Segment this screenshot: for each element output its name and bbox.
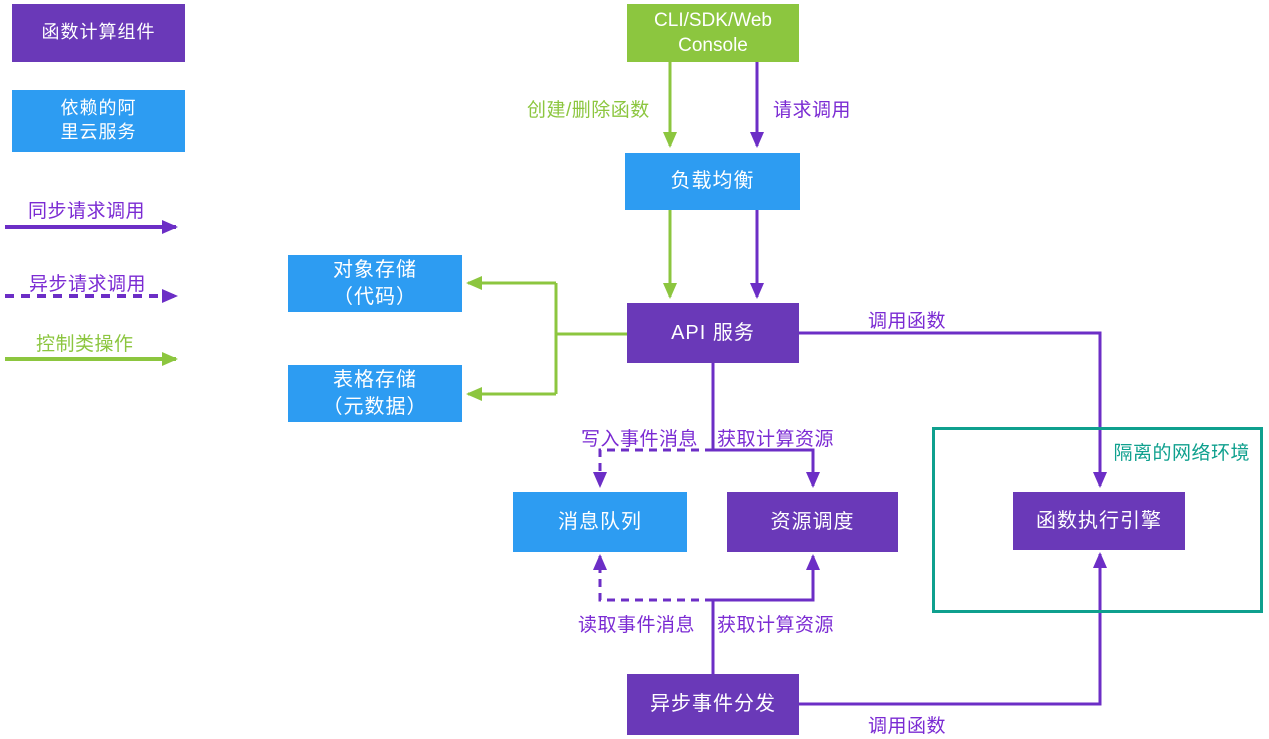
node-api-service-label: API 服务 — [671, 321, 755, 344]
node-table-storage-line2: （元数据） — [322, 395, 428, 418]
node-load-balancer: 负载均衡 — [625, 153, 800, 210]
arrow-dispatcher-to-engine — [799, 552, 1107, 706]
edge-label-invoke-function-bottom: 调用函数 — [868, 716, 947, 737]
node-async-dispatcher-label: 异步事件分发 — [650, 693, 776, 716]
arrow-api-to-scheduler — [711, 363, 820, 488]
node-load-balancer-label: 负载均衡 — [670, 170, 755, 193]
legend-async-label: 异步请求调用 — [29, 274, 147, 295]
node-api-service: API 服务 — [627, 303, 799, 363]
node-object-storage-line1: 对象存储 — [333, 259, 417, 282]
node-async-dispatcher: 异步事件分发 — [627, 674, 799, 735]
edge-label-get-compute-resource-bottom: 获取计算资源 — [717, 615, 835, 636]
node-resource-scheduler-label: 资源调度 — [770, 510, 855, 533]
node-cli-line1: CLI/SDK/Web — [654, 9, 772, 31]
legend-sync-label: 同步请求调用 — [28, 201, 146, 222]
node-object-storage-line2: （代码） — [333, 285, 417, 308]
node-message-queue: 消息队列 — [513, 492, 687, 552]
legend-aliyun-service-line2: 里云服务 — [60, 122, 137, 142]
edge-label-request-invoke: 请求调用 — [773, 100, 852, 121]
arrow-api-to-engine — [799, 331, 1107, 488]
node-table-storage: 表格存储 （元数据） — [288, 365, 462, 422]
edge-label-create-delete-function: 创建/删除函数 — [527, 100, 650, 121]
node-resource-scheduler: 资源调度 — [727, 492, 898, 552]
edge-label-read-event-message: 读取事件消息 — [578, 615, 696, 636]
edge-label-get-compute-resource-top: 获取计算资源 — [717, 429, 835, 450]
arrow-api-to-message-queue-dashed — [593, 448, 713, 488]
legend-function-compute-box: 函数计算组件 — [12, 4, 185, 62]
legend-aliyun-service-line1: 依赖的阿 — [60, 98, 137, 119]
arrow-dispatcher-to-message-queue-dashed — [593, 554, 713, 602]
isolated-network-boundary: 隔离的网络环境 — [932, 427, 1263, 613]
node-function-engine-label: 函数执行引擎 — [1036, 509, 1162, 532]
arrow-dispatcher-to-scheduler — [711, 554, 820, 674]
legend-control-label: 控制类操作 — [36, 334, 134, 355]
node-table-storage-line1: 表格存储 — [333, 369, 417, 392]
legend-function-compute-label: 函数计算组件 — [41, 22, 156, 43]
node-cli-sdk-web-console: CLI/SDK/Web Console — [627, 4, 799, 62]
edge-label-write-event-message: 写入事件消息 — [581, 429, 699, 450]
legend-aliyun-service-box: 依赖的阿 里云服务 — [12, 90, 185, 152]
edge-label-invoke-function-top: 调用函数 — [868, 311, 947, 332]
isolated-network-label: 隔离的网络环境 — [1113, 443, 1250, 464]
node-object-storage: 对象存储 （代码） — [288, 255, 462, 312]
node-function-engine: 函数执行引擎 — [1013, 492, 1185, 550]
node-message-queue-label: 消息队列 — [558, 510, 642, 533]
node-cli-line2: Console — [678, 35, 748, 56]
